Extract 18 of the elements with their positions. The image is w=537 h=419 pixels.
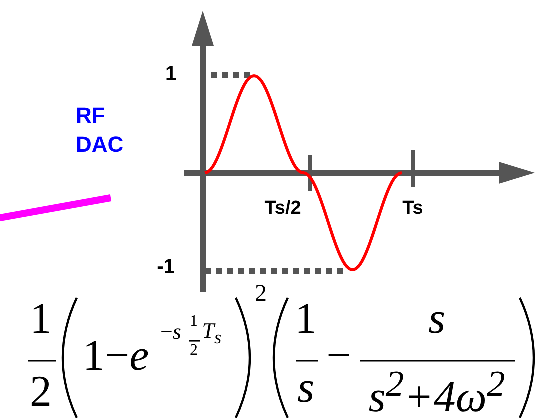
formula-term: 2 <box>30 370 52 414</box>
axis-tick-label: 1 <box>165 64 177 84</box>
axis-tick-label: -1 <box>157 257 175 277</box>
formula-term: s <box>297 366 315 410</box>
axis-tick-label: Ts <box>402 199 424 218</box>
formula-term: s <box>428 297 446 341</box>
formula-term: 1 <box>295 297 317 341</box>
axis-tick-label: Ts/2 <box>264 199 302 218</box>
formula-term: 2 <box>255 282 267 306</box>
chart-title: RF DAC <box>76 102 125 159</box>
formula-term: −s <box>160 321 182 343</box>
formula-term: − <box>326 334 352 378</box>
formula-term: 1 <box>190 314 198 330</box>
formula-term: 1 <box>30 297 52 341</box>
formula-term: 2 <box>190 343 198 359</box>
formula-term: 1−e <box>82 334 150 378</box>
formula-term: s$^{2}$+4ω$^{2}$ <box>368 366 506 419</box>
formula-term: T$_{s}$ <box>202 320 222 347</box>
